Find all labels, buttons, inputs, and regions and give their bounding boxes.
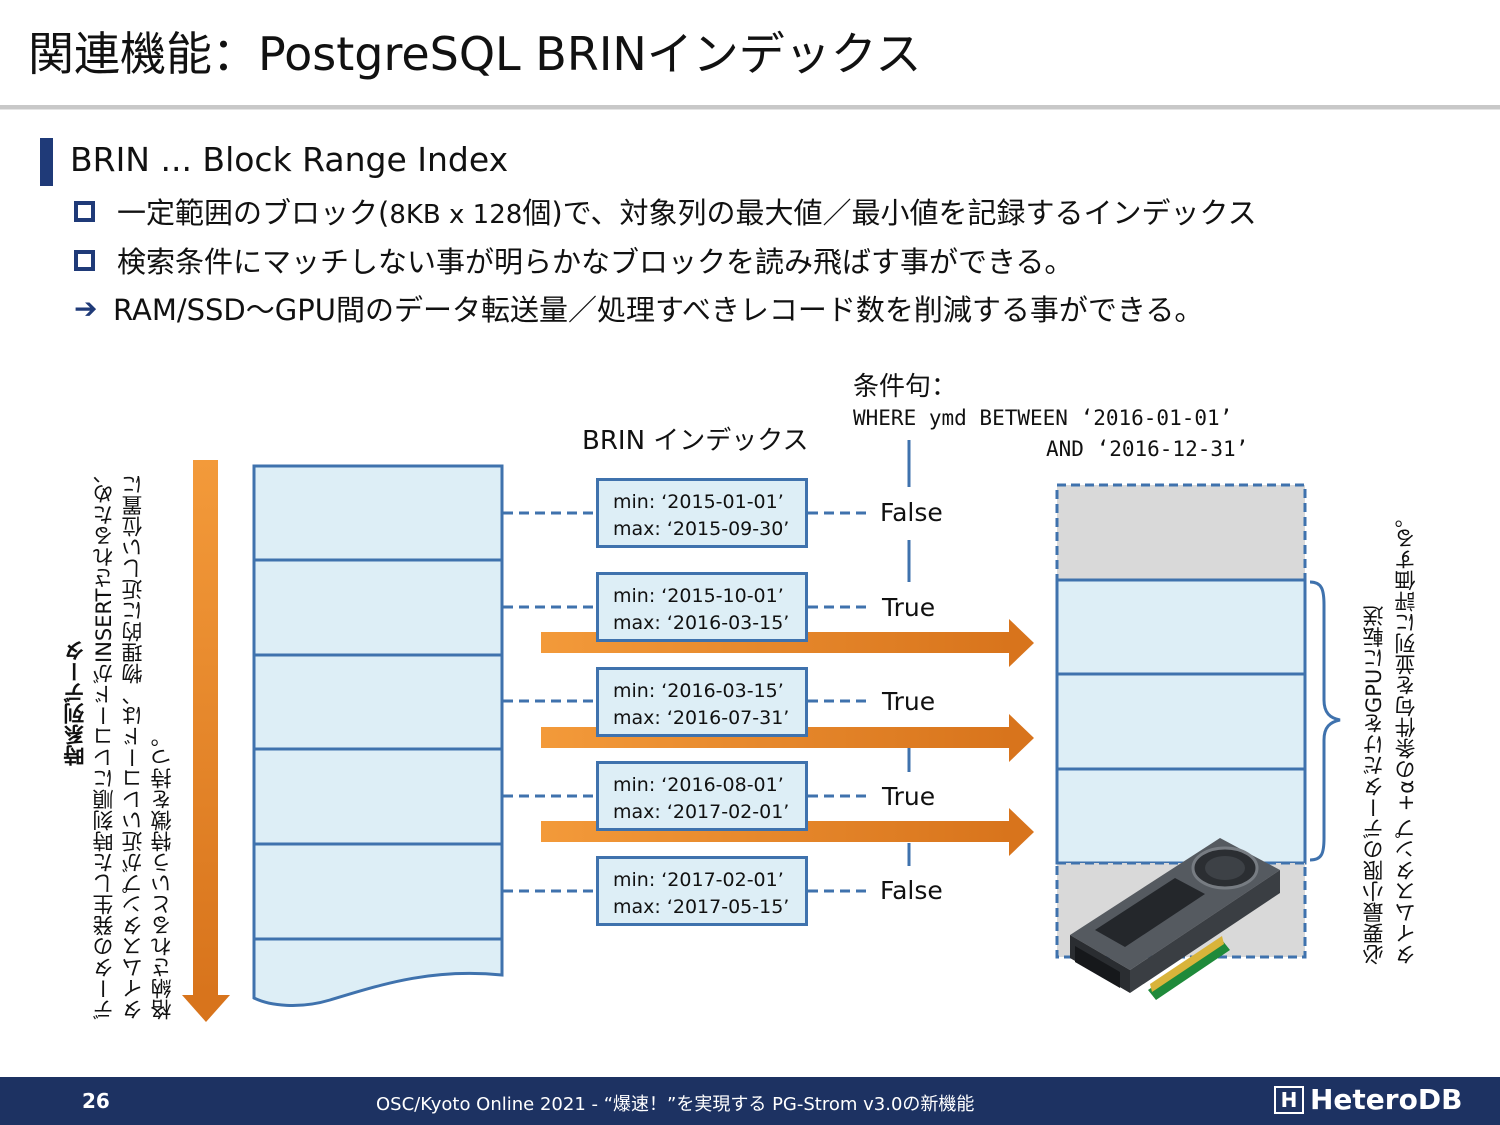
match-result: False xyxy=(880,876,943,905)
heterodb-logo-mark: H xyxy=(1274,1086,1304,1114)
bullet-item: ➔ RAM/SSD～GPU間のデータ転送量／処理すべきレコード数を削減する事がで… xyxy=(74,287,1203,329)
heterodb-logo: HeteroDB xyxy=(1310,1083,1463,1116)
bullet-item: 検索条件にマッチしない事が明らかなブロックを読み飛ばす事ができる。 xyxy=(74,239,1073,281)
gpu-transfer-note: 必要最小限のデータだけをGPUに転送 タイムスタンプ +αの条件句を並列に評価す… xyxy=(1362,506,1418,965)
index-min-value: min: ‘2016-08-01’ xyxy=(613,774,784,796)
section-heading: BRIN ... Block Range Index xyxy=(70,140,509,179)
index-min-value: min: ‘2016-03-15’ xyxy=(613,680,784,702)
brin-index-entry: min: ‘2015-01-01’ max: ‘2015-09-30’ xyxy=(596,478,808,548)
heading-marker xyxy=(40,138,53,186)
match-result: True xyxy=(882,593,936,622)
square-bullet-icon xyxy=(74,200,95,222)
bullet-text: RAM/SSD～GPU間のデータ転送量／処理すべきレコード数を削減する事ができる… xyxy=(113,293,1204,327)
bullet-text: 検索条件にマッチしない事が明らかなブロックを読み飛ばす事ができる。 xyxy=(117,245,1074,279)
timeseries-label: 時系列データ xyxy=(63,640,87,766)
condition-label: 条件句： xyxy=(853,372,958,402)
timeseries-description: データの発生した時刻順にレコードがINSERTされるため、 タイムスタンプが近い… xyxy=(92,462,174,1020)
index-connectors xyxy=(503,511,866,893)
match-result: False xyxy=(880,498,943,527)
square-bullet-icon xyxy=(74,249,95,271)
timeline-arrow xyxy=(182,460,230,1022)
brin-index-entry: min: ‘2016-08-01’ max: ‘2017-02-01’ xyxy=(596,761,808,831)
brin-index-entry: min: ‘2017-02-01’ max: ‘2017-05-15’ xyxy=(596,856,808,926)
brin-index-entry: min: ‘2016-03-15’ max: ‘2016-07-31’ xyxy=(596,667,808,737)
match-result: True xyxy=(882,782,936,811)
bullet-item: 一定範囲のブロック(8KB x 128個)で、対象列の最大値／最小値を記録するイ… xyxy=(74,190,1257,232)
index-min-value: min: ‘2017-02-01’ xyxy=(613,869,784,891)
footer-title: OSC/Kyoto Online 2021 - “爆速！”を実現する PG-St… xyxy=(376,1094,975,1115)
arrow-right-icon: ➔ xyxy=(74,291,98,325)
title-divider xyxy=(0,105,1500,110)
index-max-value: max: ‘2015-09-30’ xyxy=(613,518,790,540)
bullet-text: 一定範囲のブロック(8KB x 128個)で、対象列の最大値／最小値を記録するイ… xyxy=(117,196,1257,230)
brace xyxy=(1309,580,1341,862)
index-max-value: max: ‘2016-03-15’ xyxy=(613,612,790,634)
index-max-value: max: ‘2017-02-01’ xyxy=(613,801,790,823)
footer-bar: 26 OSC/Kyoto Online 2021 - “爆速！”を実現する PG… xyxy=(0,1077,1500,1125)
index-max-value: max: ‘2017-05-15’ xyxy=(613,896,790,918)
match-result: True xyxy=(882,687,936,716)
brin-index-entry: min: ‘2015-10-01’ max: ‘2016-03-15’ xyxy=(596,572,808,642)
index-min-value: min: ‘2015-10-01’ xyxy=(613,585,784,607)
page-number: 26 xyxy=(82,1089,110,1113)
gpu-card-icon xyxy=(1070,838,1280,1000)
condition-line-1: WHERE ymd BETWEEN ‘2016-01-01’ xyxy=(853,406,1233,430)
condition-line-2: AND ‘2016-12-31’ xyxy=(1046,437,1249,461)
table-blocks xyxy=(252,464,504,1008)
slide-title: 関連機能：PostgreSQL BRINインデックス xyxy=(28,27,922,81)
index-min-value: min: ‘2015-01-01’ xyxy=(613,491,784,513)
index-max-value: max: ‘2016-07-31’ xyxy=(613,707,790,729)
brin-index-label: BRIN インデックス xyxy=(582,426,809,456)
